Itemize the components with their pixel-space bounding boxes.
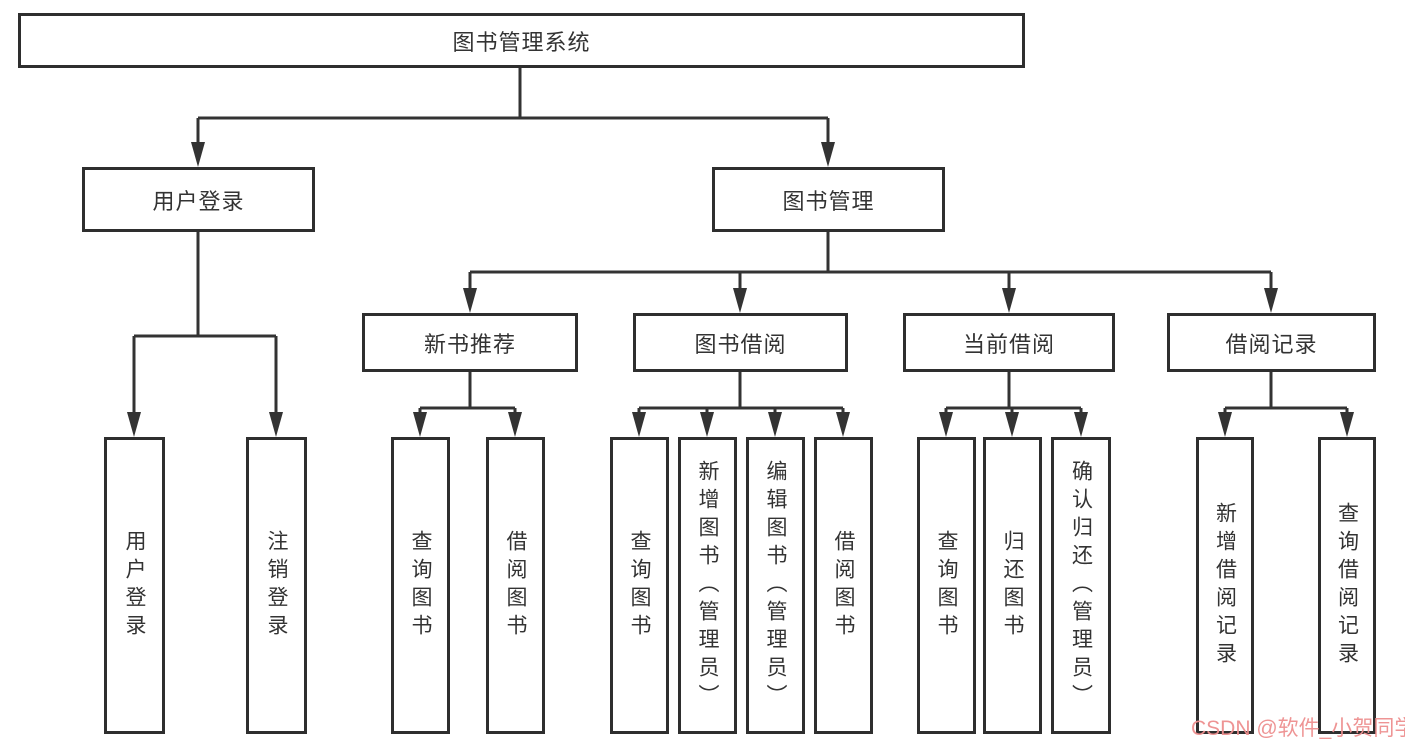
leaf-logout-label: 注销登录: [265, 529, 288, 642]
node-book-borrow-label: 图书借阅: [694, 331, 787, 357]
leaf-user-login: 用户登录: [104, 437, 165, 734]
leaf-confirm-return-admin: 确认归还（管理员）: [1051, 437, 1111, 734]
leaf-confirm-return-admin-label: 确认归还（管理员）: [1069, 459, 1093, 712]
node-borrow-records-label: 借阅记录: [1225, 331, 1318, 357]
leaf-add-borrow-record-label: 新增借阅记录: [1213, 501, 1237, 670]
leaf-return-books-label: 归还图书: [1001, 529, 1024, 642]
node-book-management: 图书管理: [712, 167, 945, 232]
leaf-query-books-current-label: 查询图书: [935, 529, 958, 642]
leaf-borrow-books-label: 借阅图书: [832, 529, 855, 642]
leaf-edit-books-admin: 编辑图书（管理员）: [746, 437, 805, 734]
leaf-query-books-current: 查询图书: [917, 437, 976, 734]
leaf-borrow-books-recommend: 借阅图书: [486, 437, 545, 734]
node-new-book-recommend: 新书推荐: [362, 313, 578, 372]
node-new-book-recommend-label: 新书推荐: [423, 331, 516, 357]
leaf-add-books-admin: 新增图书（管理员）: [678, 437, 737, 734]
node-borrow-records: 借阅记录: [1167, 313, 1376, 372]
node-book-borrow: 图书借阅: [633, 313, 848, 372]
leaf-query-books-recommend: 查询图书: [391, 437, 450, 734]
leaf-query-borrow-record: 查询借阅记录: [1318, 437, 1376, 734]
leaf-user-login-label: 用户登录: [123, 529, 146, 642]
arrowheads: [127, 142, 1354, 437]
leaf-add-borrow-record: 新增借阅记录: [1196, 437, 1254, 734]
connector-book-mgmt-to-level3: [468, 232, 1273, 290]
connector-root-to-level2: [196, 68, 830, 143]
connector-user-login-group: [132, 232, 278, 414]
node-user-login: 用户登录: [82, 167, 315, 232]
leaf-edit-books-admin-label: 编辑图书（管理员）: [764, 459, 787, 712]
leaf-borrow-books: 借阅图书: [814, 437, 873, 734]
node-book-management-label: 图书管理: [782, 188, 875, 214]
csdn-watermark: CSDN @软件_小贺同学: [1191, 717, 1405, 740]
node-root-system-label: 图书管理系统: [452, 29, 591, 55]
leaf-add-books-admin-label: 新增图书（管理员）: [696, 459, 719, 712]
node-current-borrow-label: 当前借阅: [962, 331, 1055, 357]
leaf-query-books-recommend-label: 查询图书: [409, 529, 432, 642]
leaf-return-books: 归还图书: [983, 437, 1042, 734]
connector-borrow-records-group: [1223, 372, 1349, 414]
connector-new-book-group: [418, 372, 517, 414]
connector-book-borrow-group: [637, 372, 845, 414]
leaf-borrow-books-recommend-label: 借阅图书: [504, 529, 527, 642]
leaf-query-books-borrow-label: 查询图书: [628, 529, 651, 642]
node-root-system: 图书管理系统: [18, 13, 1025, 68]
leaf-logout: 注销登录: [246, 437, 307, 734]
node-current-borrow: 当前借阅: [903, 313, 1115, 372]
leaf-query-borrow-record-label: 查询借阅记录: [1335, 501, 1359, 670]
node-user-login-label: 用户登录: [152, 188, 245, 214]
connector-current-borrow-group: [944, 372, 1083, 414]
leaf-query-books-borrow: 查询图书: [610, 437, 669, 734]
